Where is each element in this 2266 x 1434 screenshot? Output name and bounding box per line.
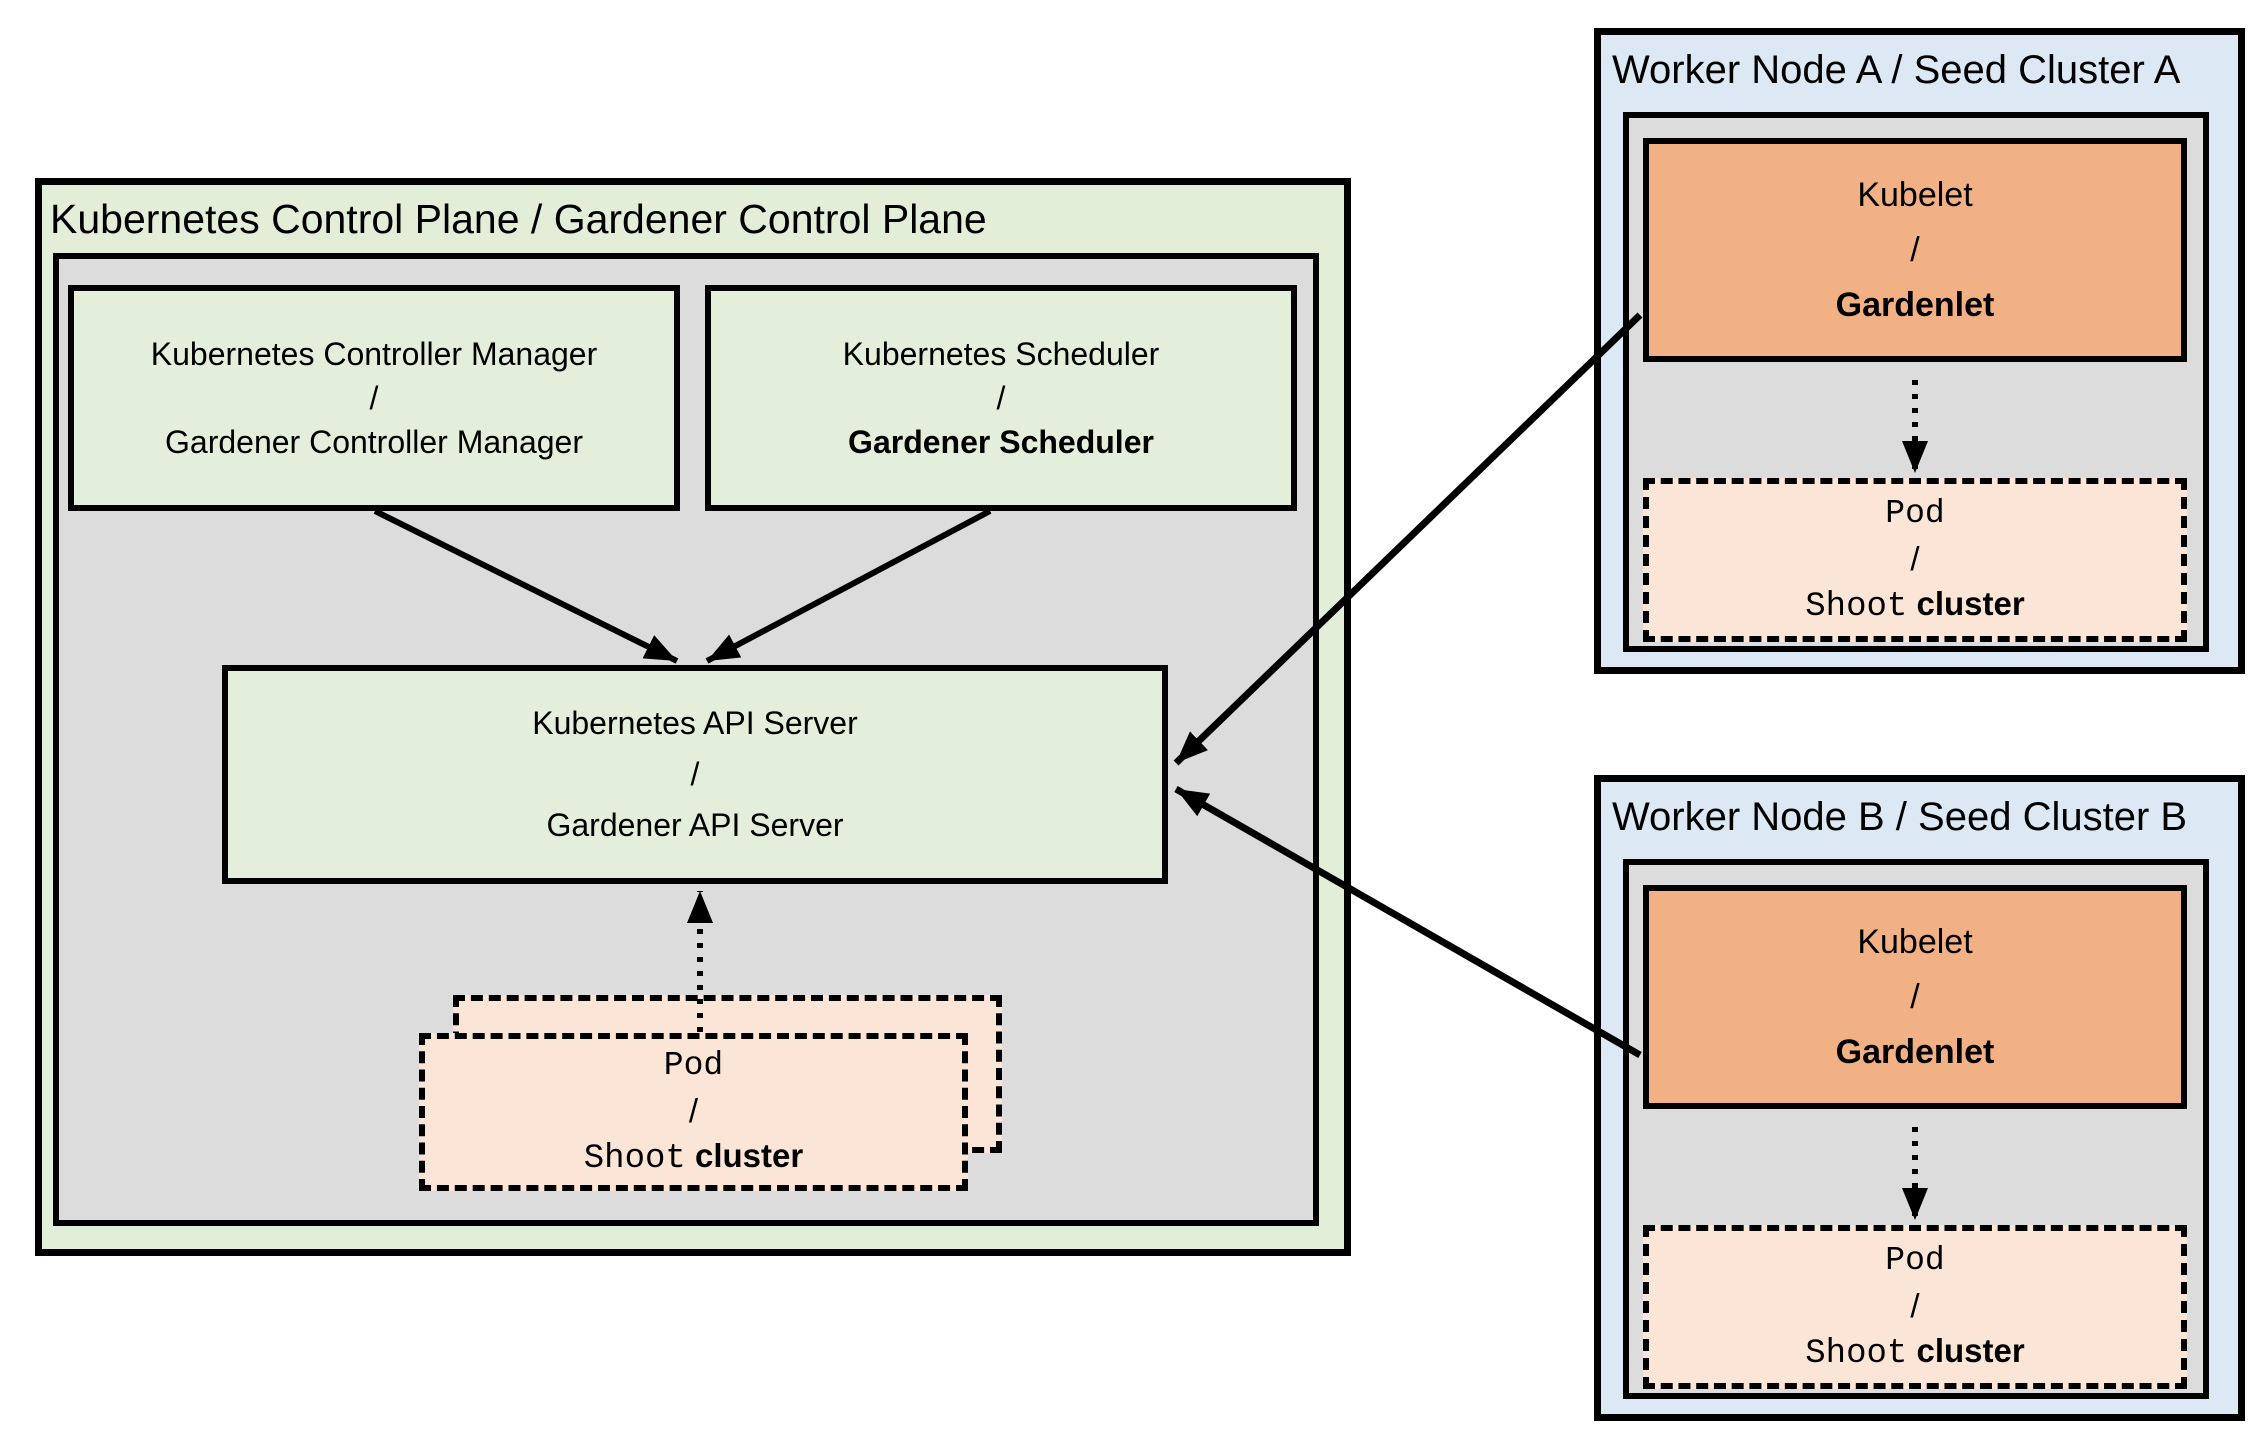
kubelet-a-line2: Gardenlet bbox=[1835, 285, 1995, 324]
controller-manager-line1: Kubernetes Controller Manager bbox=[150, 336, 598, 372]
worker-node-b-kubelet-box: Kubelet / Gardenlet bbox=[1643, 885, 2187, 1109]
worker-node-a-title: Worker Node A / Seed Cluster A bbox=[1612, 47, 2181, 92]
api-server-slash: / bbox=[690, 756, 700, 792]
pod-b-slash: / bbox=[1910, 1286, 1920, 1324]
pod-b-line2-cluster: cluster bbox=[1916, 1331, 2025, 1369]
kubelet-b-line2: Gardenlet bbox=[1835, 1032, 1995, 1071]
scheduler-slash: / bbox=[996, 380, 1006, 416]
pod-line2-shoot: Shoot bbox=[583, 1139, 686, 1178]
api-server-box: Kubernetes API Server / Gardener API Ser… bbox=[222, 665, 1168, 884]
pod-a-line1: Pod bbox=[1885, 494, 1945, 532]
pod-a-slash: / bbox=[1910, 539, 1920, 577]
worker-node-a-pod-box: Pod / Shoot cluster bbox=[1643, 478, 2187, 642]
kubelet-a-line1: Kubelet bbox=[1857, 175, 1973, 214]
pod-slash: / bbox=[688, 1091, 699, 1129]
kubelet-b-slash: / bbox=[1910, 977, 1920, 1016]
kubelet-a-slash: / bbox=[1910, 230, 1920, 269]
worker-node-a-kubelet-box: Kubelet / Gardenlet bbox=[1643, 138, 2187, 362]
controller-manager-slash: / bbox=[369, 380, 379, 416]
pod-b-line2: Shoot cluster bbox=[1805, 1328, 2024, 1377]
pod-b-line1: Pod bbox=[1885, 1241, 1945, 1279]
api-server-line2: Gardener API Server bbox=[546, 807, 844, 843]
controller-manager-line2: Gardener Controller Manager bbox=[165, 424, 583, 460]
worker-node-b-title: Worker Node B / Seed Cluster B bbox=[1612, 794, 2188, 839]
pod-line2: Shoot cluster bbox=[584, 1133, 803, 1182]
control-plane-title: Kubernetes Control Plane / Gardener Cont… bbox=[50, 195, 987, 242]
controller-manager-box: Kubernetes Controller Manager / Gardener… bbox=[68, 285, 680, 511]
pod-a-line2: Shoot cluster bbox=[1805, 581, 2024, 630]
kubelet-b-line1: Kubelet bbox=[1857, 922, 1973, 961]
pod-b-line2-shoot: Shoot bbox=[1805, 1334, 1908, 1373]
scheduler-box: Kubernetes Scheduler / Gardener Schedule… bbox=[705, 285, 1297, 511]
pod-a-line2-cluster: cluster bbox=[1916, 584, 2025, 622]
scheduler-line2: Gardener Scheduler bbox=[848, 424, 1154, 460]
pod-shoot-box: Pod / Shoot cluster bbox=[419, 1033, 968, 1191]
api-server-line1: Kubernetes API Server bbox=[532, 705, 858, 741]
pod-a-line2-shoot: Shoot bbox=[1805, 587, 1908, 626]
scheduler-line1: Kubernetes Scheduler bbox=[842, 336, 1160, 372]
worker-node-b-pod-box: Pod / Shoot cluster bbox=[1643, 1225, 2187, 1389]
pod-line2-cluster: cluster bbox=[694, 1136, 804, 1174]
pod-line1: Pod bbox=[663, 1046, 724, 1084]
